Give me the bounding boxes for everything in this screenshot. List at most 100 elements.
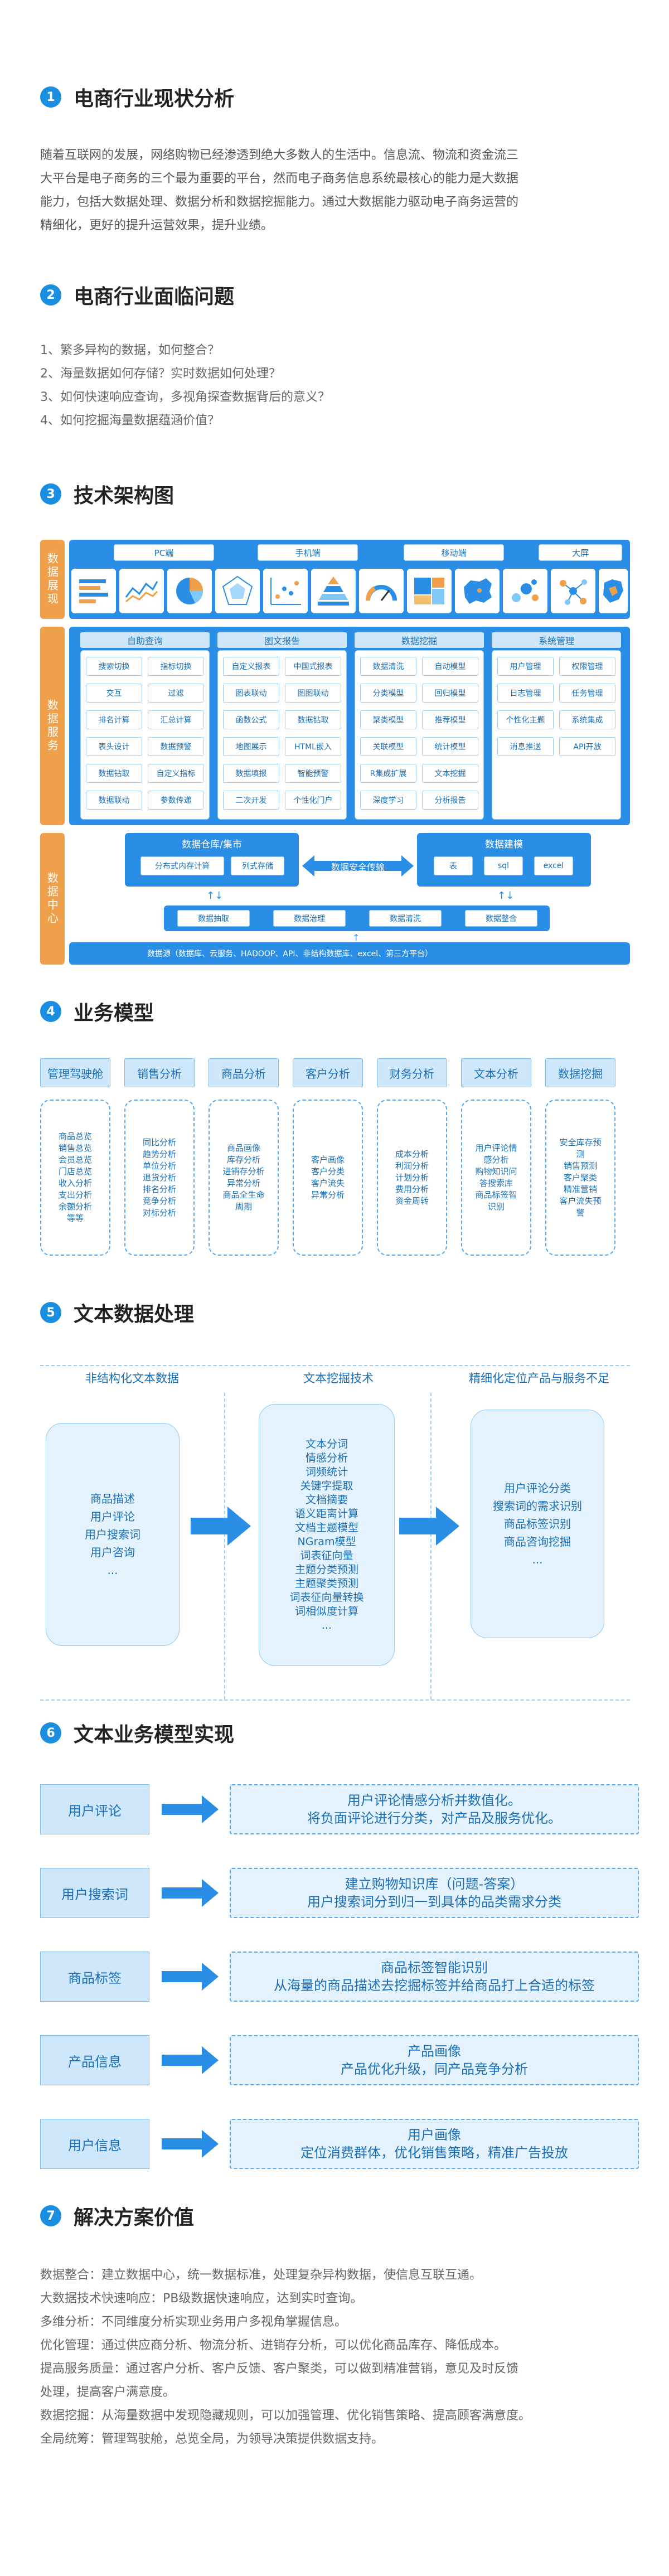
service-group-title: 数据挖掘: [355, 632, 484, 648]
service-item: 自定义报表: [223, 657, 279, 676]
model-body-line: 周期: [235, 1202, 252, 1212]
model-body-line: 销售总览: [58, 1143, 92, 1153]
right-arrow-icon: [162, 1879, 220, 1907]
biz-result: 建立购物知识库（问题-答案）用户搜索词分到归一到具体的品类需求分类: [230, 1868, 639, 1918]
model-head: 文本分析: [461, 1058, 531, 1087]
architecture-diagram: 数据展现 PC端 手机端 移动端 大屏: [40, 540, 630, 965]
model-body-line: 余额分析: [58, 1202, 92, 1212]
display-chip-move: 移动端: [404, 544, 504, 561]
network-graph-icon: [551, 569, 595, 613]
model-body-line: 趋势分析: [142, 1149, 176, 1159]
col2-line: 关键字提取: [300, 1480, 353, 1492]
service-item: 权限管理: [559, 657, 615, 676]
col3-line: 商品标签识别: [504, 1517, 571, 1531]
model-body-line: 库存分析: [226, 1155, 260, 1165]
service-item: 图图联动: [285, 684, 341, 703]
layer-display-label: 数据展现: [40, 540, 65, 619]
model-head: 商品分析: [209, 1058, 279, 1087]
right-arrow-icon: [191, 1507, 252, 1546]
col2-line: 词表征向量转换: [289, 1591, 364, 1604]
model-body-line: 感分析: [483, 1155, 509, 1165]
model-body-line: 等等: [66, 1213, 84, 1223]
map-chart-icon: [455, 569, 500, 613]
biz-result: 用户评论情感分析并数值化。将负面评论进行分类，对产品及服务优化。: [230, 1784, 639, 1834]
model-body-line: 竞争分析: [142, 1195, 176, 1206]
modeling-item: excel: [534, 856, 573, 875]
service-item: 消息推送: [497, 737, 554, 756]
service-item: 自定义指标: [148, 764, 204, 783]
model-body-line: 资金周转: [395, 1195, 429, 1206]
service-item: 系统集成: [559, 710, 615, 729]
col2-line: 文本分词: [305, 1438, 348, 1450]
para-line: 能力，包括大数据处理、数据分析和数据挖掘能力。通过大数据能力驱动电子商务运营的: [40, 195, 519, 209]
model-body-line: 计划分析: [395, 1172, 429, 1183]
col2-line: 词表征向量: [300, 1550, 353, 1562]
model-body-line: 客户聚类: [563, 1172, 597, 1183]
col3-label: 精细化定位产品与服务不足: [469, 1372, 609, 1385]
service-item: 数据预警: [148, 737, 204, 756]
model-body: 同比分析趋势分析单位分析退货分析排名分析竞争分析对标分析: [124, 1100, 195, 1256]
radar-chart-icon: [215, 569, 260, 613]
service-item: 参数传递: [148, 791, 204, 810]
model-body-line: 购物知识问: [475, 1166, 517, 1176]
biz-result: 产品画像产品优化升级，同产品竞争分析: [230, 2035, 639, 2085]
modeling-panel: 数据建模 表 sql excel: [417, 833, 591, 887]
service-item: 过滤: [148, 684, 204, 703]
model-body-line: 成本分析: [395, 1149, 429, 1159]
pie-chart-icon: [167, 569, 212, 613]
value-line: 提高服务质量：通过客户分析、客户反馈、客户聚类，可以做到精准营销，意见及时反馈: [40, 2362, 519, 2376]
right-arrow-icon: [162, 2046, 220, 2074]
section-number: 1: [40, 86, 61, 108]
section-title: 电商行业现状分析: [74, 88, 235, 110]
section-title: 文本数据处理: [74, 1303, 195, 1326]
model-body-line: 客户画像: [311, 1155, 345, 1165]
warehouse-panel: 数据仓库/集市 分布式内存计算 列式存储: [125, 833, 299, 887]
section-number: 6: [40, 1722, 61, 1744]
biz-result-line: 商品标签智能识别: [381, 1960, 488, 1975]
value-line: 数据挖掘：从海量数据中发现隐藏规则，可以加强管理、优化销售策略、提高顾客满意度。: [40, 2409, 531, 2423]
model-body-line: 警: [576, 1207, 585, 1218]
divider: [224, 1393, 225, 1699]
service-group-title: 图文报告: [217, 632, 347, 648]
service-group-title: 自助查询: [80, 632, 210, 648]
biz-result: 用户画像定位消费群体，优化销售策略，精准广告投放: [230, 2119, 639, 2169]
value-line: 多维分析：不同维度分析实现业务用户多视角掌握信息。: [40, 2315, 347, 2329]
service-group-box: [492, 650, 621, 820]
gauge-chart-icon: [359, 569, 404, 613]
model-body-line: 会员总览: [58, 1155, 92, 1165]
section-7-header: 7 解决方案价值: [40, 2202, 194, 2229]
col1-line: 用户评论: [90, 1510, 135, 1523]
service-item: 指标切换: [148, 657, 204, 676]
service-item: 搜索切换: [86, 657, 142, 676]
model-body: 客户画像客户分类客户流失异常分析: [293, 1100, 363, 1256]
service-item: 用户管理: [497, 657, 554, 676]
model-body-line: 商品总览: [58, 1131, 92, 1141]
col3-line: ...: [532, 1553, 543, 1566]
secure-transfer-arrow: 数据安全传输: [302, 855, 414, 877]
col2-label: 文本挖掘技术: [303, 1372, 374, 1385]
service-item: 交互: [86, 684, 142, 703]
col2-line: 文档主题模型: [294, 1522, 358, 1534]
model-body-line: 收入分析: [58, 1178, 92, 1188]
model-body: 成本分析利润分析计划分析费用分析资金周转: [377, 1100, 447, 1256]
service-item: 分类模型: [360, 684, 416, 703]
col2-line: 词相似度计算: [294, 1605, 358, 1618]
model-head: 财务分析: [377, 1058, 447, 1087]
section-1-header: 1 电商行业现状分析: [40, 84, 234, 110]
service-item: HTML嵌入: [285, 737, 341, 756]
display-chip-pc: PC端: [114, 544, 214, 561]
refined-output-box: 用户评论分类搜索词的需求识别商品标签识别商品咨询挖掘...: [471, 1410, 604, 1638]
col3-line: 用户评论分类: [504, 1481, 571, 1495]
right-arrow-icon: [162, 1963, 220, 1991]
service-item: 数据填报: [223, 764, 279, 783]
model-body: 商品总览销售总览会员总览门店总览收入分析支出分析余额分析等等: [40, 1100, 110, 1256]
col2-line: 语义距离计算: [294, 1508, 358, 1520]
biz-result-line: 用户搜索词分到归一到具体的品类需求分类: [307, 1894, 561, 1910]
right-arrow-icon: [162, 1795, 220, 1823]
updown-arrow-icon: ↑↓: [206, 890, 224, 902]
warehouse-item: 列式存储: [231, 856, 284, 875]
warehouse-title: 数据仓库/集市: [182, 839, 242, 850]
service-item: 关联模型: [360, 737, 416, 756]
modeling-item: 表: [434, 856, 473, 875]
section-number: 5: [40, 1302, 61, 1323]
